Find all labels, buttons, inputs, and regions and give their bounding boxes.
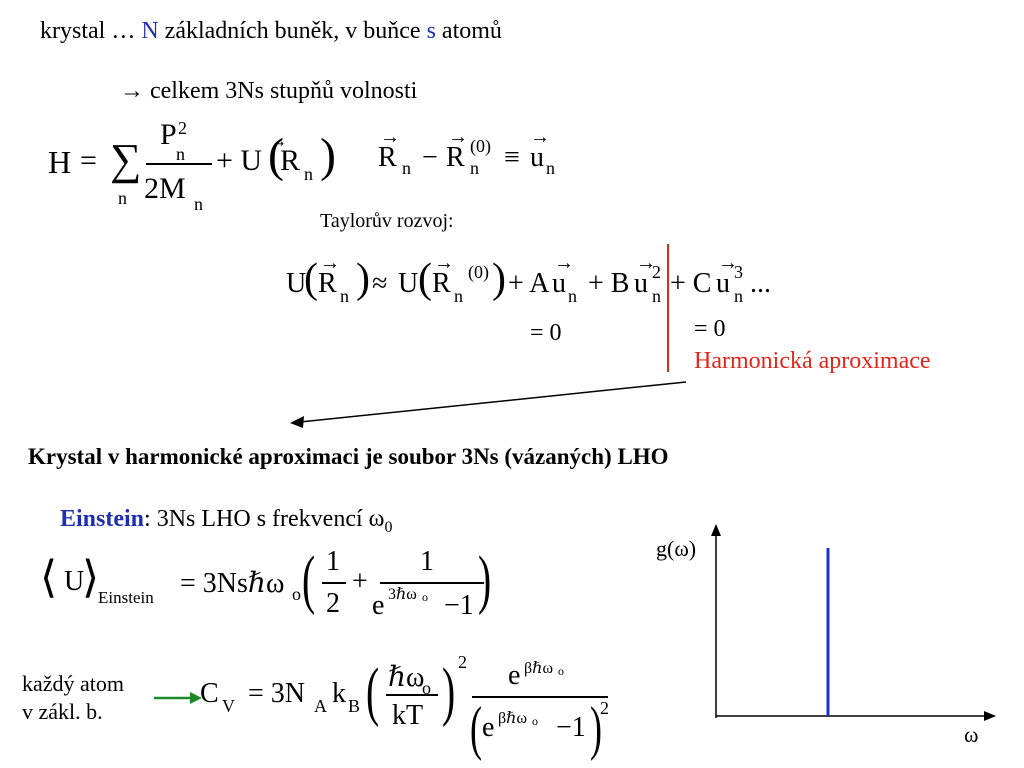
einstein-line: Einstein: 3Ns LHO s frekvencí ω0: [60, 506, 393, 536]
green-arrow: [154, 692, 202, 704]
einstein-energy-formula: ⟨ U ⟩ Einstein = 3Nsℏω o ( 1 2 + 1 e 3ℏω…: [40, 543, 492, 621]
separator-line: [667, 244, 669, 372]
s-variable: s: [426, 18, 436, 44]
graph-y-label: g(ω): [656, 536, 697, 561]
fraction-bar: [146, 163, 212, 165]
graph-x-label: ω: [964, 722, 979, 747]
equals-zero-b: = 0: [694, 316, 726, 342]
taylor-label: Taylorův rozvoj:: [320, 210, 454, 232]
atom-note: každý atom v zákl. b.: [22, 671, 125, 724]
conclusion-line: Krystal v harmonické aproximaci je soubo…: [28, 444, 669, 469]
hamiltonian-equation: H = ∑ n P 2 n 2M n + U ( ⃗ R n ): [48, 118, 336, 214]
displacement-definition: → R n − → R n (0) ≡ → u n: [378, 126, 555, 178]
intro-line: krystal … N základních buněk, v buňce s …: [40, 18, 502, 44]
n-variable: N: [141, 18, 159, 44]
y-axis-arrowhead: [711, 524, 721, 536]
einstein-name: Einstein: [60, 506, 145, 532]
heat-capacity-formula: C V = 3N A k B ( ℏω o kT ) 2 e βℏω o ( e…: [200, 652, 609, 761]
density-of-states-graph: [711, 524, 996, 721]
degrees-of-freedom-line: → celkem 3Ns stupňů volnosti: [120, 78, 418, 104]
equals-zero-a: = 0: [530, 320, 562, 346]
x-axis-arrowhead: [984, 711, 996, 721]
taylor-expansion: U ( → R n ) ≈ U ( → R n (0) ) + A → u n …: [286, 252, 771, 306]
sum-symbol: ∑: [110, 135, 142, 184]
harmonic-label: Harmonická aproximace: [694, 348, 931, 374]
